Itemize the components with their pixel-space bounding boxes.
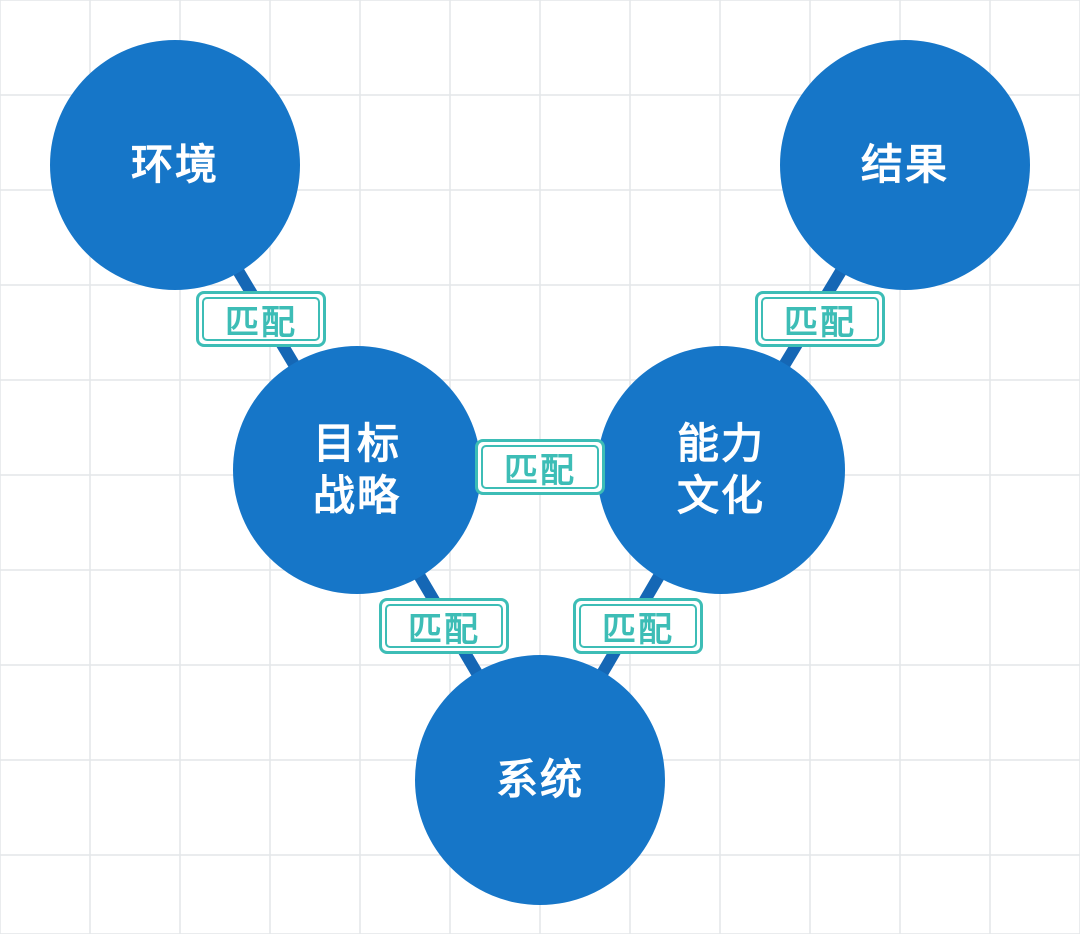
node-system: 系统 xyxy=(415,655,665,905)
match-badge-capability-result: 匹配 xyxy=(755,291,885,347)
match-badge-label: 匹配 xyxy=(385,604,503,650)
match-badge-label: 匹配 xyxy=(481,445,599,491)
node-capability-culture: 能力 文化 xyxy=(597,346,845,594)
match-badge-label: 匹配 xyxy=(761,297,879,343)
node-goal-strategy: 目标 战略 xyxy=(233,346,481,594)
match-badge-capability-system: 匹配 xyxy=(573,598,703,654)
match-badge-goal-capability: 匹配 xyxy=(475,439,605,495)
match-badge-goal-system: 匹配 xyxy=(379,598,509,654)
match-badge-label: 匹配 xyxy=(579,604,697,650)
match-badge-label: 匹配 xyxy=(202,297,320,343)
match-badge-environment-goal: 匹配 xyxy=(196,291,326,347)
node-environment: 环境 xyxy=(50,40,300,290)
node-result: 结果 xyxy=(780,40,1030,290)
